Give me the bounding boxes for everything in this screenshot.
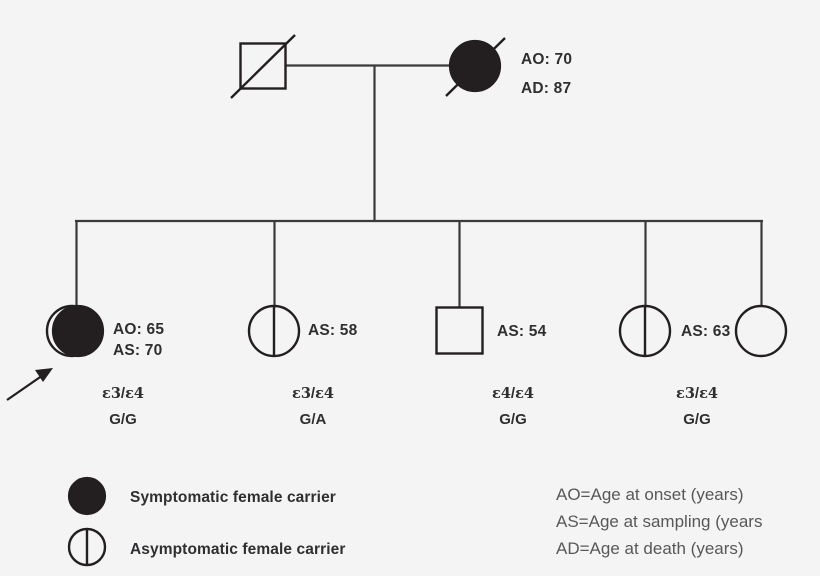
person-I-2-mother[interactable] [445,37,506,97]
legend-label-symptomatic: Symptomatic female carrier [130,489,336,506]
person-II-1[interactable] [45,304,105,358]
abbrev-line-age-sampling: AS=Age at sampling (years [556,512,762,531]
legend-item-symptomatic: Symptomatic female carrier [67,476,336,516]
male-square-symbol [435,306,484,355]
female-circle-symbol-outline [734,304,788,358]
female-circle-symbol-filled [51,304,105,358]
person-II-3[interactable] [435,306,484,355]
person-II-5[interactable] [734,304,788,358]
person-II-4-age-sampling-label: AS: 63 [681,323,731,340]
person-I-2-age-onset-label: AO: 70 [521,51,572,68]
deceased-slash-icon [445,37,506,97]
abbreviation-key: AO=Age at onset (years) AS=Age at sampli… [556,485,762,558]
abbrev-line-age-death: AD=Age at death (years) [556,539,744,558]
deceased-slash-icon [230,34,296,99]
person-II-2-apoe-genotype: ε3/ε4 [292,385,334,402]
person-II-3-age-sampling-label: AS: 54 [497,323,547,340]
legend-item-asymptomatic: Asymptomatic female carrier [67,527,346,567]
person-II-3-snp-genotype: G/G [499,411,527,428]
person-I-2-age-death-label: AD: 87 [521,80,571,97]
person-II-2[interactable] [247,304,301,358]
proband-arrow-icon [6,368,53,401]
person-II-1-age-sampling-label: AS: 70 [113,342,162,359]
legend-label-asymptomatic: Asymptomatic female carrier [130,541,346,558]
person-II-2-snp-genotype: G/A [300,411,327,428]
person-II-4-apoe-genotype: ε3/ε4 [676,385,718,402]
person-II-4-snp-genotype: G/G [683,411,711,428]
person-II-1-age-onset-label: AO: 65 [113,321,164,338]
abbrev-line-age-onset: AO=Age at onset (years) [556,485,744,504]
legend-symbol-filled-circle [67,476,107,516]
person-II-3-apoe-genotype: ε4/ε4 [492,385,534,402]
person-II-1-apoe-genotype: ε3/ε4 [102,385,144,402]
person-II-1-snp-genotype: G/G [109,411,137,428]
person-I-1-father[interactable] [230,34,296,99]
person-II-2-age-sampling-label: AS: 58 [308,322,358,339]
person-II-4[interactable] [618,304,672,358]
